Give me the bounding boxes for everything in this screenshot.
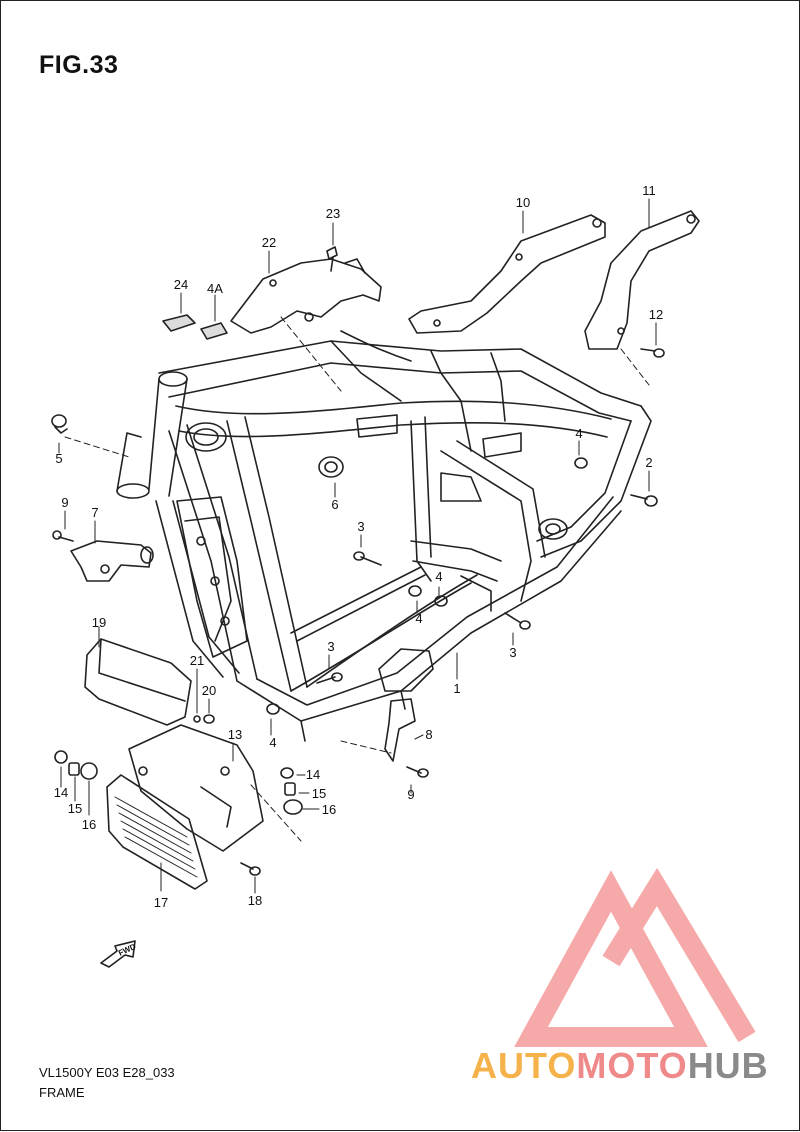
watermark-brand: AUTOMOTOHUB bbox=[471, 1045, 769, 1087]
callout-2: 2 bbox=[645, 455, 652, 470]
callout-5: 5 bbox=[55, 451, 62, 466]
part-11-rear-rail bbox=[584, 210, 700, 350]
part-5-cap bbox=[51, 414, 68, 434]
callout-21: 21 bbox=[190, 653, 204, 668]
callout-15b: 15 bbox=[312, 786, 326, 801]
callout-23: 23 bbox=[326, 206, 340, 221]
part-7-bracket bbox=[70, 540, 154, 582]
watermark-logo-icon bbox=[514, 867, 756, 1047]
callout-3a: 3 bbox=[357, 519, 364, 534]
fwd-arrow-icon bbox=[100, 940, 136, 968]
callout-4a: 4 bbox=[575, 426, 582, 441]
part-4a-pad bbox=[200, 322, 228, 340]
model-code: VL1500Y E03 E28_033 bbox=[39, 1065, 175, 1080]
part-rear-mount-bracket bbox=[378, 648, 434, 762]
watermark-brand-part3: HUB bbox=[687, 1045, 769, 1086]
part-17-grille bbox=[106, 774, 208, 890]
callout-13: 13 bbox=[228, 727, 242, 742]
part-13-cover bbox=[128, 724, 264, 852]
callout-3c: 3 bbox=[509, 645, 516, 660]
steering-head bbox=[116, 371, 188, 499]
callout-12: 12 bbox=[649, 307, 663, 322]
callout-8: 8 bbox=[425, 727, 432, 742]
callout-3b: 3 bbox=[327, 639, 334, 654]
callout-16b: 16 bbox=[322, 802, 336, 817]
watermark-brand-part2: MOTO bbox=[576, 1045, 688, 1086]
callout-20: 20 bbox=[202, 683, 216, 698]
section-name: FRAME bbox=[39, 1085, 85, 1100]
part-19-box bbox=[84, 638, 192, 726]
frame-down-tubes bbox=[155, 416, 308, 692]
callout-9b: 9 bbox=[407, 787, 414, 802]
callout-11: 11 bbox=[642, 183, 656, 198]
part-10-rear-rail bbox=[408, 214, 606, 334]
part-24-pad bbox=[162, 314, 196, 332]
callout-14b: 14 bbox=[306, 767, 320, 782]
callout-24: 24 bbox=[174, 277, 188, 292]
callout-18: 18 bbox=[248, 893, 262, 908]
frame-rear-section bbox=[356, 405, 652, 612]
callout-numbers: 1 2 3 3 3 3 4 4 4 4 4A 5 6 7 8 9 9 10 11… bbox=[54, 183, 663, 910]
callout-10: 10 bbox=[516, 195, 530, 210]
callout-9a: 9 bbox=[61, 495, 68, 510]
callout-14a: 14 bbox=[54, 785, 68, 800]
callout-4d: 4 bbox=[269, 735, 276, 750]
frame-top-tubes bbox=[158, 330, 642, 452]
callout-17: 17 bbox=[154, 895, 168, 910]
callout-15a: 15 bbox=[68, 801, 82, 816]
callout-7: 7 bbox=[91, 505, 98, 520]
callout-1: 1 bbox=[453, 681, 460, 696]
callout-4c: 4 bbox=[415, 611, 422, 626]
callout-6: 6 bbox=[331, 497, 338, 512]
frame-lower-rails bbox=[236, 496, 622, 742]
fasteners bbox=[52, 246, 665, 876]
callout-4b: 4 bbox=[435, 569, 442, 584]
part-22-bracket bbox=[230, 258, 382, 334]
watermark-brand-part1: AUTO bbox=[471, 1045, 577, 1086]
part-6-grommet bbox=[318, 456, 344, 478]
leader-lines bbox=[58, 198, 657, 894]
callout-16a: 16 bbox=[82, 817, 96, 832]
callout-19: 19 bbox=[92, 615, 106, 630]
figure-title: FIG.33 bbox=[39, 51, 119, 79]
callout-4a-pad: 4A bbox=[207, 281, 223, 296]
callout-22: 22 bbox=[262, 235, 276, 250]
frame-side-bracket bbox=[176, 496, 248, 658]
